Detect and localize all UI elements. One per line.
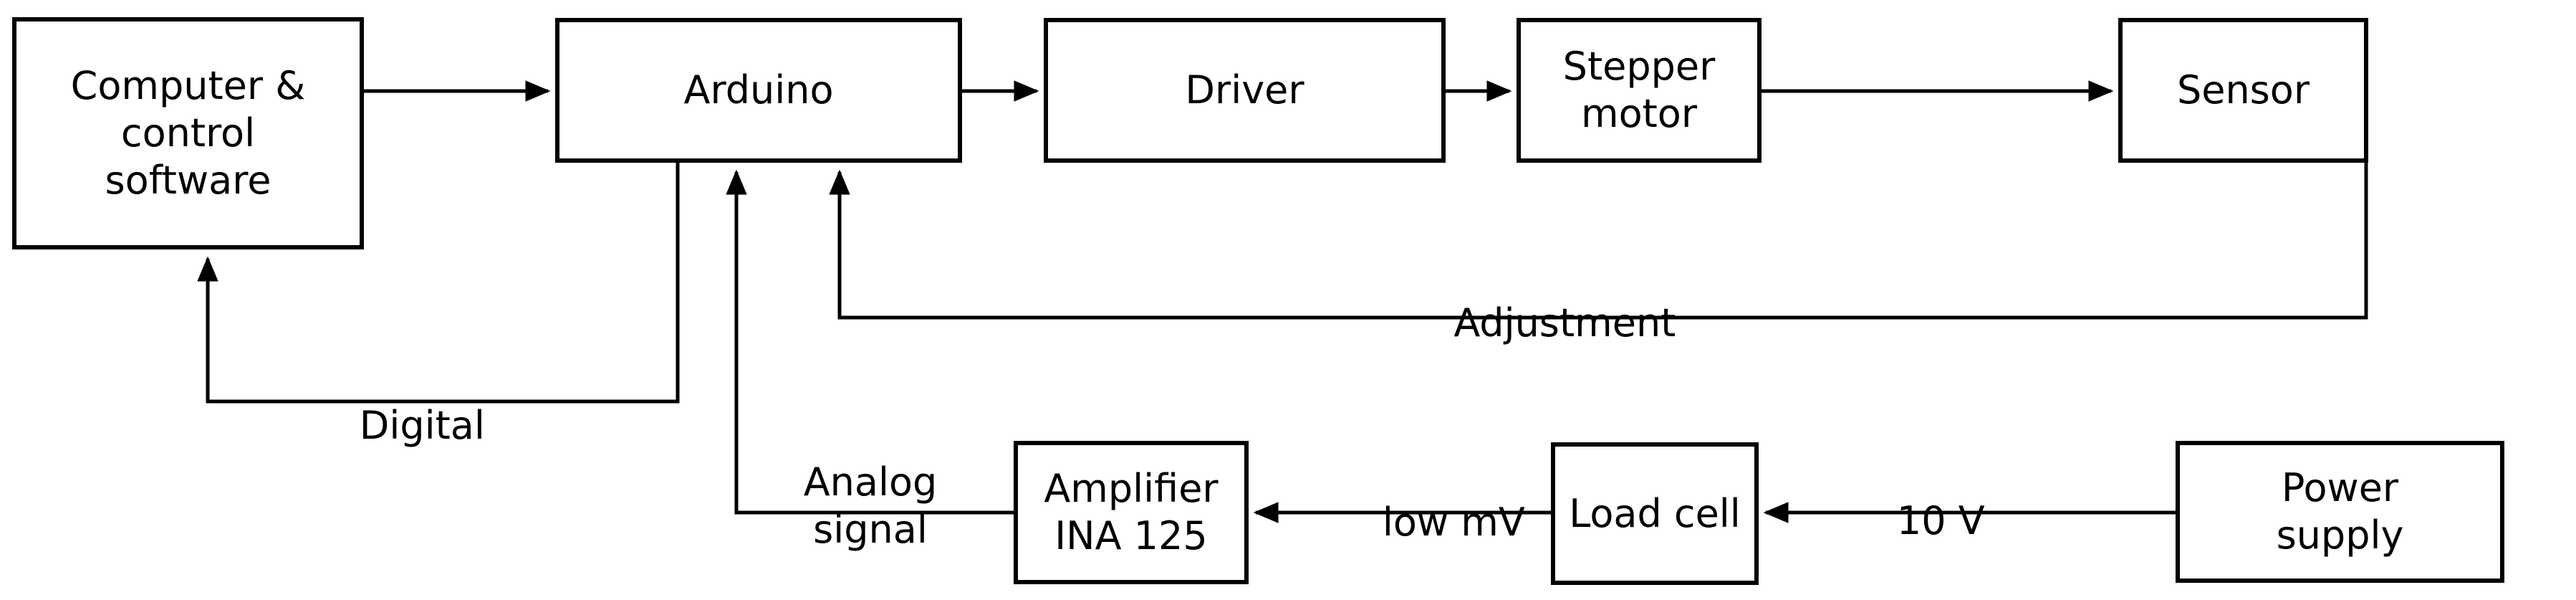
block-arduino-rect[interactable] (555, 18, 962, 163)
block-sensor-rect[interactable] (2118, 18, 2368, 163)
block-computer-rect[interactable] (12, 17, 364, 249)
block-load-cell-rect[interactable] (1551, 442, 1759, 585)
block-arduino[interactable] (557, 20, 960, 161)
block-power-supply[interactable] (2178, 443, 2502, 581)
block-driver-rect[interactable] (1044, 18, 1446, 163)
connector-sensor-to-arduino-adjustment (829, 161, 2368, 320)
block-load-cell[interactable] (1553, 444, 1756, 583)
block-amplifier[interactable] (1016, 443, 1246, 582)
block-stepper-motor[interactable] (1519, 20, 1759, 161)
connector-amplifier-to-arduino-analog (726, 169, 1016, 515)
block-computer[interactable] (14, 19, 362, 247)
connector-arduino-to-computer-digital (197, 161, 680, 404)
block-sensor[interactable] (2120, 20, 2366, 161)
block-driver[interactable] (1046, 20, 1443, 161)
